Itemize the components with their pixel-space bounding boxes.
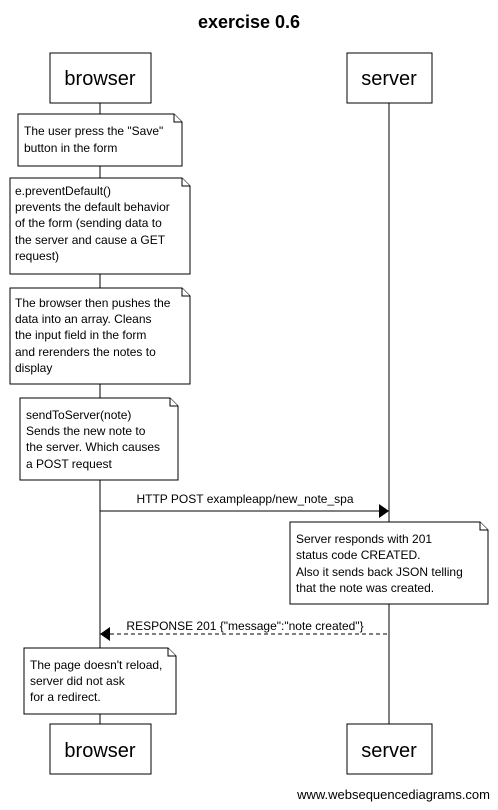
note-line: a POST request bbox=[26, 457, 112, 471]
note-line: the server and cause a GET bbox=[15, 233, 166, 247]
server-participant-top: server bbox=[346, 52, 433, 104]
note-line: status code CREATED. bbox=[296, 548, 421, 562]
note-line: request) bbox=[15, 249, 59, 263]
note-line: The user press the "Save" bbox=[24, 124, 163, 138]
note-no-reload: The page doesn't reload, server did not … bbox=[23, 647, 177, 715]
note-push-array: The browser then pushes the data into an… bbox=[9, 287, 191, 385]
note-line: of the form (sending data to bbox=[15, 216, 162, 230]
arrowhead-icon bbox=[100, 627, 110, 641]
browser-participant-top: browser bbox=[49, 52, 152, 104]
note-line: that the note was created. bbox=[296, 581, 434, 595]
note-server-response: Server responds with 201 status code CRE… bbox=[289, 521, 489, 605]
message-response-201: RESPONSE 201 {"message":"note created"} bbox=[100, 619, 389, 641]
browser-participant-bottom: browser bbox=[49, 723, 152, 775]
note-send-to-server: sendToServer(note) Sends the new note to… bbox=[19, 397, 179, 481]
note-save-button: The user press the "Save" button in the … bbox=[17, 113, 183, 167]
note-line: Server responds with 201 bbox=[296, 532, 432, 546]
note-prevent-default: e.preventDefault() prevents the default … bbox=[9, 177, 191, 275]
message-label: RESPONSE 201 {"message":"note created"} bbox=[126, 619, 363, 633]
arrowhead-icon bbox=[379, 504, 389, 518]
note-line: The browser then pushes the bbox=[15, 296, 171, 310]
browser-label: browser bbox=[64, 68, 135, 90]
note-line: Also it sends back JSON telling bbox=[296, 565, 463, 579]
message-http-post: HTTP POST exampleapp/new_note_spa bbox=[100, 492, 389, 518]
server-label: server bbox=[361, 68, 417, 90]
note-line: Sends the new note to bbox=[26, 424, 146, 438]
server-participant-bottom: server bbox=[346, 723, 433, 775]
note-line: sendToServer(note) bbox=[26, 408, 131, 422]
note-line: and rerenders the notes to bbox=[15, 345, 156, 359]
message-label: HTTP POST exampleapp/new_note_spa bbox=[136, 492, 353, 506]
note-line: server did not ask bbox=[30, 674, 126, 688]
note-line: data into an array. Cleans bbox=[15, 312, 152, 326]
note-line: The page doesn't reload, bbox=[30, 658, 162, 672]
diagram-title: exercise 0.6 bbox=[198, 12, 300, 32]
note-line: display bbox=[15, 361, 52, 375]
note-line: button in the form bbox=[24, 141, 117, 155]
note-line: prevents the default behavior bbox=[15, 200, 170, 214]
server-label: server bbox=[361, 740, 417, 762]
note-line: e.preventDefault() bbox=[15, 184, 111, 198]
note-line: for a redirect. bbox=[30, 690, 101, 704]
browser-label: browser bbox=[64, 740, 135, 762]
footer-watermark: www.websequencediagrams.com bbox=[296, 787, 490, 802]
note-line: the input field in the form bbox=[15, 328, 146, 342]
note-line: the server. Which causes bbox=[26, 440, 160, 454]
